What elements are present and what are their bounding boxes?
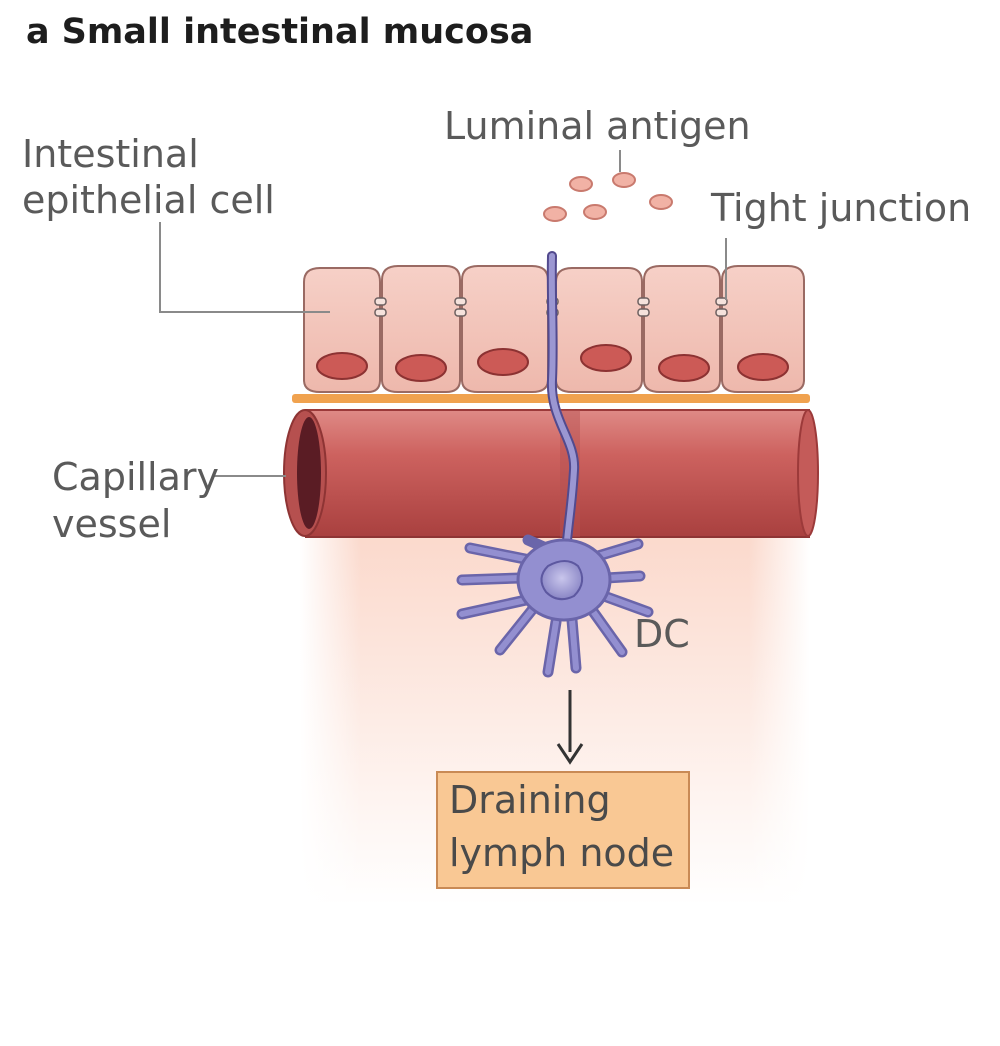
migration-arrow xyxy=(556,690,584,765)
tight-junction-label: Tight junction xyxy=(711,186,972,230)
lymph-node-label-line2: lymph node xyxy=(449,831,675,875)
panel-letter: a xyxy=(26,12,50,52)
figure-title: a Small intestinal mucosa xyxy=(26,12,533,52)
leader-lines xyxy=(159,150,727,477)
dc-label: DC xyxy=(634,612,690,656)
title-text: Small intestinal mucosa xyxy=(61,12,534,52)
luminal-antigen-label: Luminal antigen xyxy=(444,104,751,148)
dendritic-cell xyxy=(456,534,654,678)
epithelial-cell-label-line2: epithelial cell xyxy=(22,178,275,222)
epithelial-cell-label-line1: Intestinal xyxy=(22,132,199,176)
lymph-node-box xyxy=(436,771,690,889)
dc-dendrite xyxy=(548,253,578,555)
capillary-vessel xyxy=(283,409,819,538)
capillary-label-line1: Capillary xyxy=(52,455,220,499)
epithelial-layer xyxy=(303,265,805,393)
capillary-label-line2: vessel xyxy=(52,502,172,546)
lymph-node-label-line1: Draining xyxy=(449,778,611,822)
lymph-node-label: Draining lymph node xyxy=(437,772,689,888)
luminal-antigen-particles xyxy=(543,172,673,222)
